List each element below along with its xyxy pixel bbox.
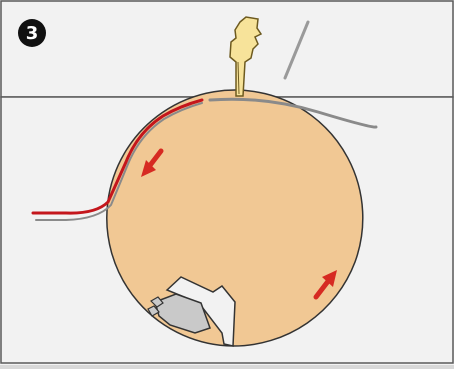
step-number: 3 [26, 23, 39, 44]
gray-belt-left [35, 102, 203, 221]
guide-line [283, 20, 310, 80]
top-panel [0, 0, 454, 98]
red-belt [31, 98, 204, 215]
red-arrow-up-right-icon [313, 270, 337, 300]
drum-cutout [165, 276, 236, 347]
drum-body [106, 89, 364, 347]
red-arrow-down-left-icon [141, 148, 164, 177]
circled-number-icon [18, 19, 46, 47]
mounting-bracket-icon [147, 293, 211, 334]
pry-tool-icon [229, 16, 263, 97]
step-badge: 3 [18, 19, 46, 47]
gray-belt-right [208, 97, 378, 129]
